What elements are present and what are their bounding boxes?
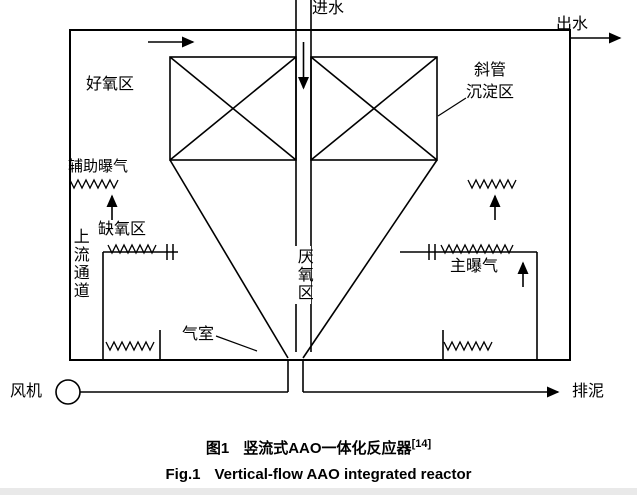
reactor-outline <box>69 29 571 361</box>
diffuser-icon-bottom-left <box>105 340 155 352</box>
funnel-wall-left <box>169 159 289 359</box>
label-sludge-discharge: 排泥 <box>572 383 605 400</box>
settler-right-crossbox <box>310 56 438 161</box>
caption-en: Fig.1 Vertical-flow AAO integrated reacto… <box>0 466 637 483</box>
pointer-lines <box>215 97 467 352</box>
caption-en-title: Vertical-flow AAO integrated reactor <box>214 466 472 483</box>
caption-zh-label: 图1 <box>205 440 230 457</box>
diffuser-icon-left-mid <box>107 243 157 255</box>
label-main-aeration: 主曝气 <box>450 258 499 275</box>
funnel-wall-right <box>302 159 438 359</box>
caption-zh-reference: [14] <box>411 438 432 450</box>
settling-zone-pointer <box>437 97 467 117</box>
label-gas-chamber: 气室 <box>182 326 215 343</box>
diffuser-icon-main <box>440 243 514 255</box>
label-aerobic-zone: 好氧区 <box>86 76 135 93</box>
label-settling-zone-1: 斜管 <box>474 62 507 79</box>
page-edge-strip <box>0 488 637 495</box>
diffuser-icon-bottom-right <box>443 340 493 352</box>
internal-partitions <box>102 252 538 360</box>
settler-left-crossbox <box>169 56 297 161</box>
label-effluent: 出水 <box>556 16 589 33</box>
caption-en-label: Fig.1 <box>165 466 201 483</box>
diffuser-icon-right-upper <box>467 178 517 190</box>
caption-zh: 图1 竖流式AAO一体化反应器[14] <box>0 437 637 458</box>
gas-chamber-pointer <box>215 335 258 352</box>
reactor-diagram <box>55 0 622 405</box>
label-anoxic-zone: 缺氧区 <box>98 221 147 238</box>
diffusers <box>69 178 517 352</box>
label-aux-aeration: 辅助曝气 <box>68 158 129 175</box>
bottom-piping <box>55 360 304 405</box>
label-anaerobic-zone: 厌氧区 <box>294 246 312 304</box>
funnel-walls <box>169 159 438 359</box>
label-influent: 进水 <box>312 0 345 17</box>
flow-arrows <box>106 32 622 398</box>
caption-zh-title: 竖流式AAO一体化反应器 <box>243 440 412 457</box>
label-blower: 风机 <box>10 383 43 400</box>
label-settling-zone-2: 沉淀区 <box>466 84 515 101</box>
label-upflow-channel: 上流通道 <box>70 228 88 300</box>
blower-circle-icon <box>55 379 81 405</box>
diffuser-icon-aux <box>69 178 119 190</box>
